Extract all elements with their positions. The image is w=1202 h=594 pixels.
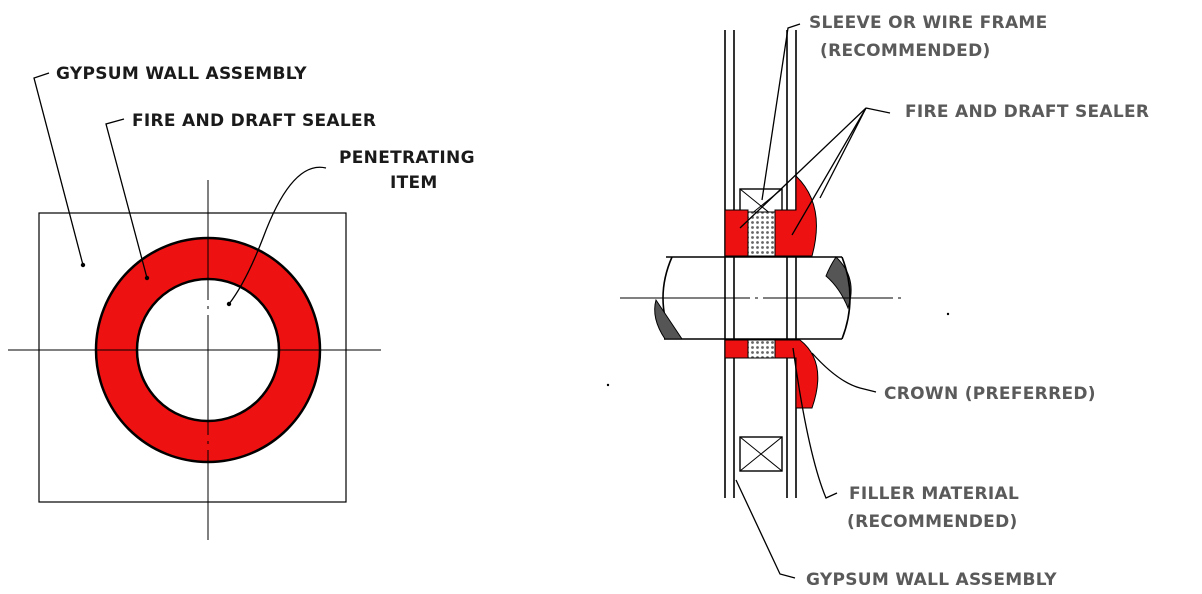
label-crown: CROWN (PREFERRED) (884, 384, 1096, 404)
filler-lower (747, 339, 776, 359)
label-wall-assembly: GYPSUM WALL ASSEMBLY (56, 64, 307, 84)
leader-sealer-tail (865, 107, 891, 114)
pipe-end-right (825, 256, 852, 310)
leader-dot-wall (80, 262, 86, 268)
label-filler-rec: (RECOMMENDED) (847, 512, 1018, 532)
section-view: SLEEVE OR WIRE FRAME (RECOMMENDED) FIRE … (606, 13, 1149, 590)
label-section-wall: GYPSUM WALL ASSEMBLY (806, 570, 1057, 590)
leader-crown (811, 352, 877, 393)
wall-board-left (724, 30, 735, 498)
label-sleeve: SLEEVE OR WIRE FRAME (809, 13, 1048, 33)
sealer-upper (724, 209, 749, 257)
leader-wall (33, 72, 84, 266)
leader-sealer-a (739, 107, 867, 229)
leader-dot-item (226, 301, 232, 307)
wall-board-right (786, 30, 797, 498)
filler-upper (747, 211, 776, 257)
sealer-lower-left (724, 339, 749, 359)
leader-sealer-c (819, 107, 867, 199)
leader-filler (792, 347, 838, 499)
leader-wall-section (735, 479, 796, 579)
front-view: GYPSUM WALL ASSEMBLY FIRE AND DRAFT SEAL… (8, 64, 475, 540)
label-item: ITEM (390, 173, 438, 193)
label-penetrating: PENETRATING (339, 148, 475, 168)
pipe-end-left (654, 298, 683, 340)
stud-bottom (739, 436, 783, 472)
sealer-upper-right (774, 174, 817, 257)
leader-dot-sealer (144, 275, 150, 281)
label-filler: FILLER MATERIAL (849, 484, 1019, 504)
stray-dot-1 (606, 383, 610, 387)
label-sleeve-rec: (RECOMMENDED) (820, 41, 991, 61)
stray-dot-2 (946, 312, 950, 316)
leader-sealer (105, 118, 148, 279)
label-section-sealer: FIRE AND DRAFT SEALER (905, 102, 1149, 122)
label-fire-draft-sealer: FIRE AND DRAFT SEALER (132, 111, 376, 131)
leader-sealer-b (791, 107, 867, 236)
leader-sleeve (761, 23, 801, 201)
leader-item (228, 166, 327, 305)
